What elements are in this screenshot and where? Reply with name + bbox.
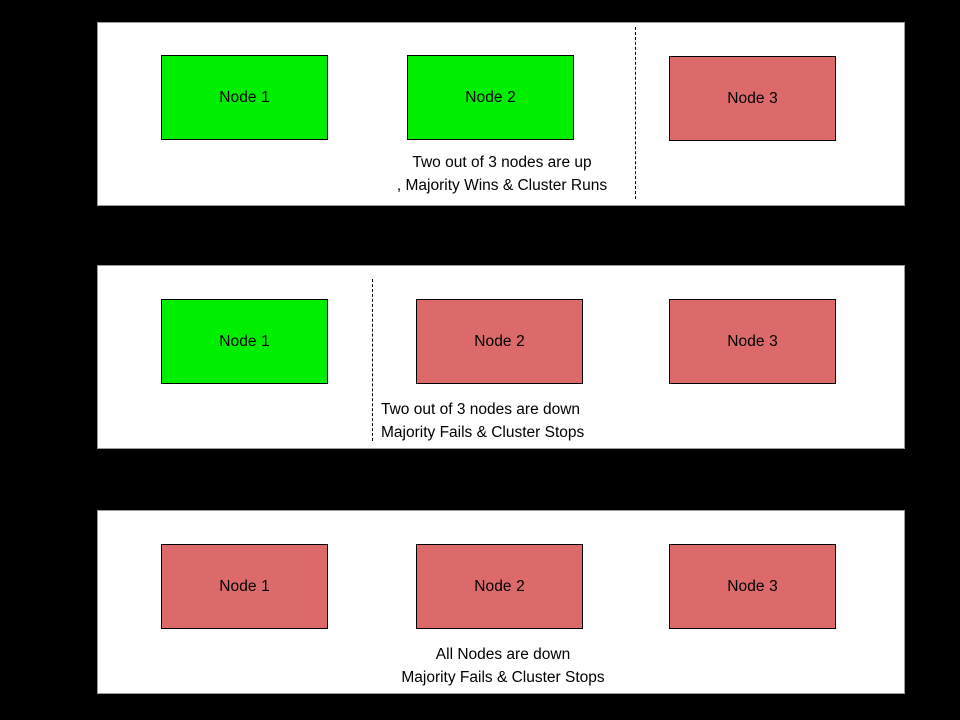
node-label: Node 2 bbox=[465, 88, 516, 106]
node-label: Node 3 bbox=[727, 577, 778, 595]
node-label: Node 2 bbox=[474, 332, 525, 350]
node-box-1[interactable]: Node 1 bbox=[161, 544, 328, 629]
quorum-divider bbox=[372, 279, 373, 441]
node-box-3[interactable]: Node 3 bbox=[669, 299, 836, 384]
scenario-caption: All Nodes are down Majority Fails & Clus… bbox=[363, 643, 643, 689]
caption-line-2: Majority Fails & Cluster Stops bbox=[401, 669, 605, 686]
node-box-2[interactable]: Node 2 bbox=[416, 299, 583, 384]
quorum-divider bbox=[635, 27, 636, 199]
node-label: Node 1 bbox=[219, 332, 270, 350]
node-label: Node 2 bbox=[474, 577, 525, 595]
node-label: Node 3 bbox=[727, 89, 778, 107]
node-box-3[interactable]: Node 3 bbox=[669, 56, 836, 141]
caption-line-2: , Majority Wins & Cluster Runs bbox=[396, 177, 608, 194]
caption-line-1: Two out of 3 nodes are up bbox=[412, 154, 592, 171]
scenario-panel-all-down: Node 1 Node 2 Node 3 All Nodes are down … bbox=[97, 510, 905, 694]
scenario-caption: Two out of 3 nodes are down Majority Fai… bbox=[381, 398, 711, 444]
caption-line-2: Majority Fails & Cluster Stops bbox=[381, 424, 585, 441]
node-label: Node 3 bbox=[727, 332, 778, 350]
scenario-caption: Two out of 3 nodes are up , Majority Win… bbox=[366, 151, 638, 197]
node-box-2[interactable]: Node 2 bbox=[407, 55, 574, 140]
caption-line-1: All Nodes are down bbox=[435, 646, 571, 663]
node-box-3[interactable]: Node 3 bbox=[669, 544, 836, 629]
node-label: Node 1 bbox=[219, 88, 270, 106]
node-label: Node 1 bbox=[219, 577, 270, 595]
scenario-panel-two-up: Node 1 Node 2 Node 3 Two out of 3 nodes … bbox=[97, 22, 905, 206]
node-box-2[interactable]: Node 2 bbox=[416, 544, 583, 629]
caption-line-1: Two out of 3 nodes are down bbox=[381, 401, 581, 418]
node-box-1[interactable]: Node 1 bbox=[161, 299, 328, 384]
node-box-1[interactable]: Node 1 bbox=[161, 55, 328, 140]
scenario-panel-two-down: Node 1 Node 2 Node 3 Two out of 3 nodes … bbox=[97, 265, 905, 449]
